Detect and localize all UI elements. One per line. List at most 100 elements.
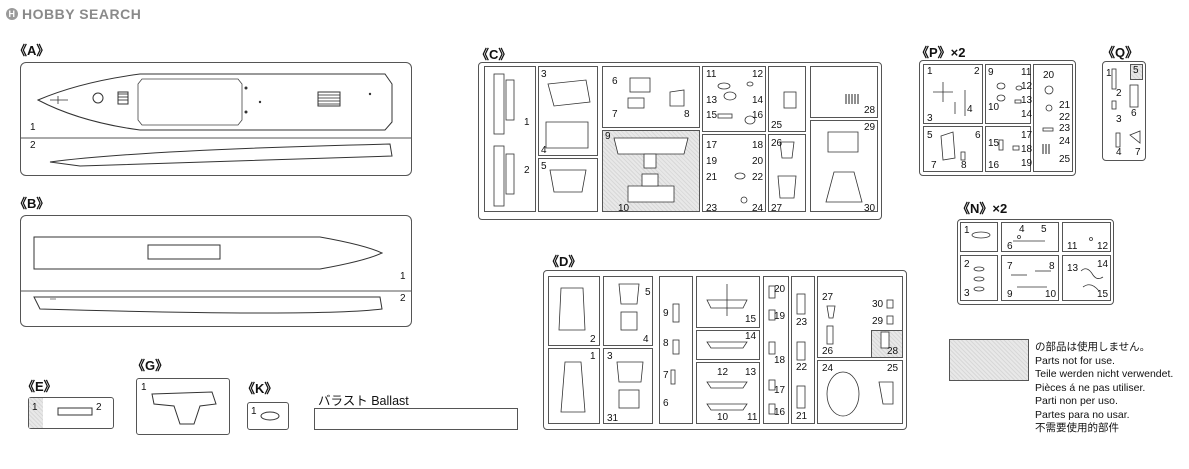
sprue-c-part-1: 1 xyxy=(524,117,530,128)
sprue-k-part-1: 1 xyxy=(251,406,257,417)
sprue-d-part-31: 31 xyxy=(607,413,619,424)
sprue-e-part-drawing xyxy=(57,407,93,416)
sprue-p-cell-1-4 xyxy=(923,64,983,124)
sprue-n-part-6: 6 xyxy=(1007,241,1013,252)
sprue-d-part-22: 22 xyxy=(796,362,808,373)
sprue-c-part-3: 3 xyxy=(541,69,547,80)
sprue-d-part-29: 29 xyxy=(872,316,884,327)
sprue-n-label: 《N》×2 xyxy=(957,201,1008,216)
sprue-d-part-20: 20 xyxy=(774,284,786,295)
ballast-label: バラスト Ballast xyxy=(318,394,409,408)
sprue-p-part-7: 7 xyxy=(931,160,937,171)
sprue-d-cell-2 xyxy=(548,276,600,346)
sprue-n-part-5: 5 xyxy=(1041,224,1047,235)
sprue-b-drawing xyxy=(20,236,412,314)
sprue-p-cell-9-14 xyxy=(985,64,1031,124)
sprue-b-part-2: 2 xyxy=(400,293,406,304)
legend-line-fr: Pièces á ne pas utiliser. xyxy=(1035,381,1146,394)
sprue-n-part-8: 8 xyxy=(1049,261,1055,272)
sprue-q-not-used-5 xyxy=(1130,64,1143,80)
sprue-c-part-19: 19 xyxy=(706,156,718,167)
sprue-p-part-23: 23 xyxy=(1059,123,1071,134)
sprue-p-part-12: 12 xyxy=(1021,81,1033,92)
sprue-n-part-15: 15 xyxy=(1097,289,1109,300)
sprue-q-label: 《Q》 xyxy=(1102,45,1139,60)
sprue-d-cell-3-31 xyxy=(603,348,653,424)
sprue-p-part-16: 16 xyxy=(988,160,1000,171)
sprue-e-not-used-area xyxy=(29,398,43,428)
sprue-p-part-14: 14 xyxy=(1021,109,1033,120)
sprue-n-part-7: 7 xyxy=(1007,261,1013,272)
sprue-c-part-17: 17 xyxy=(706,140,718,151)
sprue-p-drawing xyxy=(933,82,1054,161)
sprue-q-cells: 5 1 2 3 6 4 7 xyxy=(1102,61,1146,161)
sprue-d-part-6: 6 xyxy=(663,398,669,409)
sprue-p-part-19: 19 xyxy=(1021,158,1033,169)
sprue-p-cells: 1 2 3 4 5 6 7 8 9 10 11 12 13 14 15 16 1… xyxy=(919,60,1076,176)
sprue-c-part-30: 30 xyxy=(864,203,876,214)
sprue-d-cell-10-13 xyxy=(696,362,760,424)
sprue-c-part-23: 23 xyxy=(706,203,718,214)
sprue-c-part-16: 16 xyxy=(752,110,764,121)
sprue-p-part-6: 6 xyxy=(975,130,981,141)
sprue-p-part-13: 13 xyxy=(1021,95,1033,106)
sprue-d-part-23: 23 xyxy=(796,317,808,328)
sprue-d-part-30: 30 xyxy=(872,299,884,310)
sprue-c-part-14: 14 xyxy=(752,95,764,106)
sprue-q-frame xyxy=(1102,61,1146,161)
logo-mark-icon: H xyxy=(6,8,18,20)
sprue-d-part-16: 16 xyxy=(774,407,786,418)
sprue-d-cells: 2 1 5 4 3 31 9 8 7 6 15 14 12 13 10 11 2… xyxy=(543,270,907,430)
sprue-n-part-11: 11 xyxy=(1067,241,1078,252)
sprue-b-frame xyxy=(20,215,412,327)
sprue-p-label: 《P》×2 xyxy=(916,45,966,60)
sprue-e-label: 《E》 xyxy=(22,379,57,394)
sprue-p-part-18: 18 xyxy=(1021,144,1033,155)
sprue-d-part-5: 5 xyxy=(645,287,651,298)
sprue-d-cell-16-20 xyxy=(763,276,789,424)
sprue-c-part-12: 12 xyxy=(752,69,764,80)
sprue-c-part-4: 4 xyxy=(541,145,547,156)
sprue-d-part-15: 15 xyxy=(745,314,757,325)
sprue-c-part-7: 7 xyxy=(612,109,618,120)
sprue-n-part-3: 3 xyxy=(964,288,970,299)
sprue-q-part-4: 4 xyxy=(1116,147,1122,158)
sprue-d-part-12: 12 xyxy=(717,367,729,378)
sprue-d-part-13: 13 xyxy=(745,367,757,378)
sprue-q-part-6: 6 xyxy=(1131,108,1137,119)
sprue-q-part-2: 2 xyxy=(1116,88,1122,99)
sprue-a-parts: 1 2 xyxy=(20,62,412,176)
sprue-a-frame xyxy=(20,62,412,176)
sprue-n-part-13: 13 xyxy=(1067,263,1079,274)
sprue-n-cell-11-12 xyxy=(1062,222,1111,252)
sprue-d-frame xyxy=(543,270,907,430)
sprue-c-frame xyxy=(478,62,882,220)
sprue-p-part-4: 4 xyxy=(967,104,973,115)
sprue-d-part-7: 7 xyxy=(663,370,669,381)
sprue-c-part-8: 8 xyxy=(684,109,690,120)
sprue-g-frame xyxy=(136,378,230,435)
sprue-d-label: 《D》 xyxy=(546,254,582,269)
sprue-a-part-2: 2 xyxy=(30,140,36,151)
sprue-q-part-1: 1 xyxy=(1106,68,1112,79)
sprue-b-part-1: 1 xyxy=(400,271,406,282)
sprue-n-cell-7-10 xyxy=(1001,255,1059,301)
sprue-a-drawing xyxy=(20,73,412,167)
legend-text: の部品は使用しません。 Parts not for use. Teile wer… xyxy=(1035,341,1173,436)
sprue-p-part-2: 2 xyxy=(974,66,980,77)
sprue-g-part-drawing xyxy=(151,391,217,425)
sprue-q-part-3: 3 xyxy=(1116,114,1122,125)
sprue-k-frame xyxy=(247,402,289,430)
sprue-p-part-3: 3 xyxy=(927,113,933,124)
sprue-e-part-1: 1 xyxy=(32,402,38,413)
sprue-c-part-13: 13 xyxy=(706,95,718,106)
sprue-p-part-22: 22 xyxy=(1059,112,1071,123)
sprue-n-part-14: 14 xyxy=(1097,259,1109,270)
sprue-c-part-28: 28 xyxy=(864,105,876,116)
sprue-c-part-18: 18 xyxy=(752,140,764,151)
sprue-d-part-21: 21 xyxy=(796,411,808,422)
sprue-c-part-24: 24 xyxy=(752,203,764,214)
sprue-c-part-26: 26 xyxy=(771,138,783,149)
sprue-d-drawing xyxy=(558,283,894,417)
sprue-c-label: 《C》 xyxy=(476,47,512,62)
